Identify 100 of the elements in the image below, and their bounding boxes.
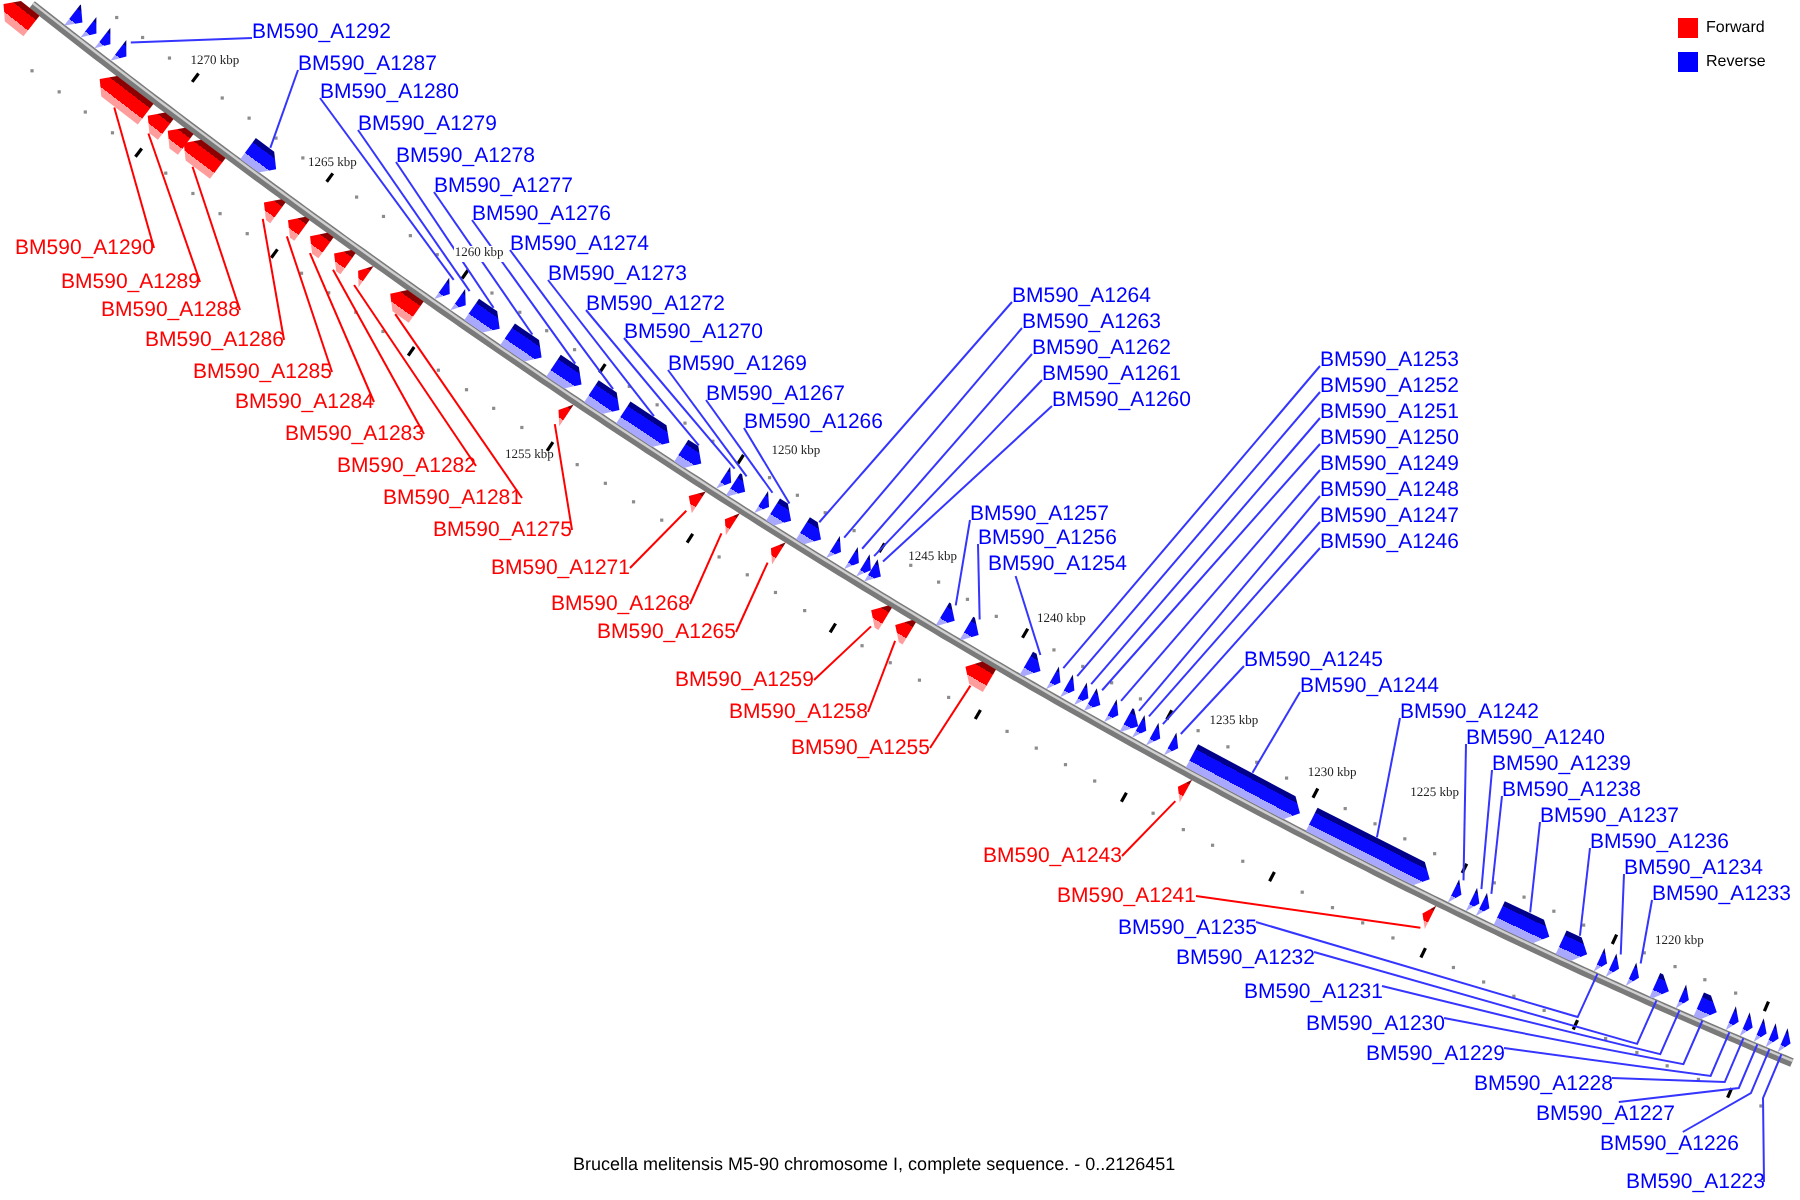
- gene-block: [1474, 892, 1490, 918]
- gene-label: BM590_A1255: [791, 736, 930, 760]
- leader-line: [394, 313, 523, 499]
- leader-line: [1251, 691, 1301, 774]
- gene-block: [936, 602, 956, 626]
- gene-label: BM590_A1228: [1474, 1072, 1613, 1096]
- leader-line: [867, 639, 897, 713]
- leader-line: [882, 405, 1053, 563]
- leader-line: [1375, 717, 1401, 839]
- gene-block: [844, 546, 860, 570]
- leader-line: [1480, 769, 1493, 891]
- leader-line: [813, 625, 873, 681]
- gene-block: [434, 276, 450, 300]
- leader-line: [1443, 1017, 1704, 1066]
- gene-label: BM590_A1235: [1118, 916, 1257, 940]
- gene-block: [80, 16, 98, 38]
- leader-line: [509, 249, 615, 391]
- leader-line: [735, 561, 769, 633]
- leader-line: [1101, 443, 1321, 692]
- gene-label: BM590_A1234: [1624, 856, 1763, 880]
- gene-label: BM590_A1279: [358, 112, 497, 136]
- gene-label: BM590_A1248: [1320, 478, 1459, 502]
- gene-block: [1144, 722, 1162, 746]
- gene-block: [558, 404, 574, 428]
- gene-label: BM590_A1283: [285, 422, 424, 446]
- gene-label: BM590_A1249: [1320, 452, 1459, 476]
- gene-block: [500, 322, 542, 362]
- leader-line: [1076, 391, 1321, 678]
- leader-line: [1503, 1031, 1731, 1078]
- gene-label: BM590_A1263: [1022, 310, 1161, 334]
- gene-block: [1072, 682, 1090, 706]
- gene-block: [1752, 1018, 1768, 1044]
- gene-block: [464, 298, 500, 334]
- leader-line: [705, 399, 774, 494]
- leader-line: [843, 327, 1023, 539]
- gene-label: BM590_A1257: [970, 502, 1109, 526]
- gene-label: BM590_A1266: [744, 410, 883, 434]
- gene-block: [110, 40, 128, 62]
- legend-label: Forward: [1706, 18, 1765, 38]
- gene-block: [1674, 984, 1690, 1010]
- gene-label: BM590_A1251: [1320, 400, 1459, 424]
- gene-block: [1130, 714, 1148, 738]
- leader-line: [269, 69, 299, 149]
- gene-label: BM590_A1227: [1536, 1102, 1675, 1126]
- gene-block: [1648, 972, 1670, 1000]
- gene-block: [1554, 930, 1588, 962]
- leader-line: [332, 268, 425, 435]
- gene-label: BM590_A1230: [1306, 1012, 1445, 1036]
- gene-block: [584, 380, 620, 416]
- gene-label: BM590_A1246: [1320, 530, 1459, 554]
- gene-block: [870, 604, 892, 630]
- leader-line: [1062, 365, 1321, 670]
- gene-label: BM590_A1241: [1057, 884, 1196, 908]
- leader-line: [1161, 547, 1321, 726]
- gene-label: BM590_A1261: [1042, 362, 1181, 386]
- gene-label: BM590_A1238: [1502, 778, 1641, 802]
- leader-line: [954, 519, 971, 607]
- gene-label: BM590_A1287: [298, 52, 437, 76]
- gene-label: BM590_A1292: [252, 20, 391, 44]
- gene-label: BM590_A1273: [548, 262, 687, 286]
- leader-line: [1179, 665, 1245, 735]
- gene-label: BM590_A1276: [472, 202, 611, 226]
- gene-block: [1724, 1006, 1740, 1032]
- gene-block: [546, 354, 582, 390]
- gene-block: [1492, 900, 1550, 944]
- gene-block: [1176, 778, 1194, 804]
- leader-line: [1681, 1048, 1771, 1133]
- gene-block: [166, 126, 194, 156]
- leader-line: [1255, 921, 1599, 1019]
- gene-label: BM590_A1265: [597, 620, 736, 644]
- leader-line: [929, 684, 972, 749]
- gene-block: [450, 288, 466, 312]
- gene-block: [726, 472, 746, 498]
- gene-block: [1604, 952, 1620, 978]
- gene-block: [2, 0, 40, 38]
- gene-label: BM590_A1240: [1466, 726, 1605, 750]
- gene-block: [826, 534, 842, 560]
- gene-block: [856, 554, 872, 578]
- leader-line: [547, 279, 655, 418]
- leader-line: [353, 283, 477, 467]
- gene-block: [796, 516, 822, 546]
- gene-label: BM590_A1260: [1052, 388, 1191, 412]
- gene-label: BM590_A1237: [1540, 804, 1679, 828]
- gene-block: [334, 250, 356, 276]
- gene-label: BM590_A1254: [988, 552, 1127, 576]
- leader-line: [629, 509, 688, 569]
- leader-line: [861, 353, 1033, 550]
- leader-line: [1762, 1053, 1783, 1183]
- leader-line: [1462, 743, 1467, 882]
- gene-label: BM590_A1242: [1400, 700, 1539, 724]
- gene-label: BM590_A1264: [1012, 284, 1151, 308]
- gene-label: BM590_A1262: [1032, 336, 1171, 360]
- leader-line: [1619, 873, 1625, 956]
- gene-label: BM590_A1252: [1320, 374, 1459, 398]
- gene-block: [1776, 1028, 1792, 1054]
- gene-label: BM590_A1280: [320, 80, 459, 104]
- gene-block: [1738, 1012, 1754, 1038]
- leader-line: [357, 129, 471, 293]
- gene-block: [616, 400, 670, 448]
- gene-block: [1184, 744, 1300, 820]
